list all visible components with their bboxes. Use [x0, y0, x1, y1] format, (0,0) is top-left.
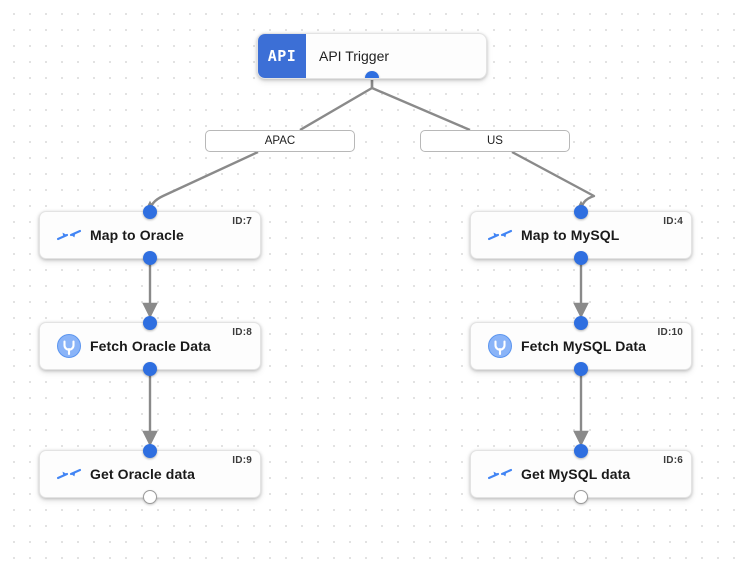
node-id-label: ID:4 — [663, 216, 683, 227]
node-title: Get Oracle data — [90, 466, 195, 482]
edge-apac-map-oracle — [142, 150, 259, 217]
branch-label-us[interactable]: US — [420, 130, 570, 152]
node-fetch-oracle-data[interactable]: Fetch Oracle Data ID:8 — [39, 316, 261, 376]
api-icon: API — [258, 34, 306, 78]
node-api-trigger[interactable]: API API Trigger — [257, 33, 487, 79]
input-port[interactable] — [574, 316, 588, 330]
edge-trigger-apac — [299, 80, 374, 132]
node-title: Get MySQL data — [521, 466, 631, 482]
connector-plug-icon — [485, 331, 515, 361]
node-id-label: ID:7 — [232, 216, 252, 227]
node-map-to-mysql[interactable]: Map to MySQL ID:4 — [470, 205, 692, 265]
map-transform-icon — [54, 459, 84, 489]
edge-us-map-mysql — [511, 150, 596, 217]
node-id-label: ID:9 — [232, 455, 252, 466]
node-title: Map to Oracle — [90, 227, 184, 243]
node-fetch-mysql-data[interactable]: Fetch MySQL Data ID:10 — [470, 316, 692, 376]
output-port[interactable] — [574, 362, 588, 376]
output-port[interactable] — [574, 251, 588, 265]
node-title: Fetch Oracle Data — [90, 338, 211, 354]
input-port[interactable] — [143, 316, 157, 330]
edge-trigger-us — [370, 80, 471, 132]
node-get-oracle-data[interactable]: Get Oracle data ID:9 — [39, 444, 261, 504]
node-get-mysql-data[interactable]: Get MySQL data ID:6 — [470, 444, 692, 504]
output-port[interactable] — [143, 251, 157, 265]
api-badge-text: API — [267, 47, 297, 65]
node-title: Fetch MySQL Data — [521, 338, 647, 354]
branch-label-text: APAC — [264, 135, 296, 147]
output-port[interactable] — [143, 362, 157, 376]
map-transform-icon — [54, 220, 84, 250]
output-port[interactable] — [143, 490, 157, 504]
trigger-output-port[interactable] — [365, 71, 379, 78]
input-port[interactable] — [574, 205, 588, 219]
branch-label-text: US — [487, 135, 503, 147]
connector-plug-icon — [54, 331, 84, 361]
output-port[interactable] — [574, 490, 588, 504]
node-id-label: ID:8 — [232, 327, 252, 338]
node-title: Map to MySQL — [521, 227, 620, 243]
input-port[interactable] — [143, 205, 157, 219]
node-id-label: ID:6 — [663, 455, 683, 466]
branch-label-apac[interactable]: APAC — [205, 130, 355, 152]
node-map-to-oracle[interactable]: Map to Oracle ID:7 — [39, 205, 261, 265]
input-port[interactable] — [574, 444, 588, 458]
node-id-label: ID:10 — [657, 327, 683, 338]
map-transform-icon — [485, 459, 515, 489]
input-port[interactable] — [143, 444, 157, 458]
node-title: API Trigger — [319, 48, 390, 64]
map-transform-icon — [485, 220, 515, 250]
